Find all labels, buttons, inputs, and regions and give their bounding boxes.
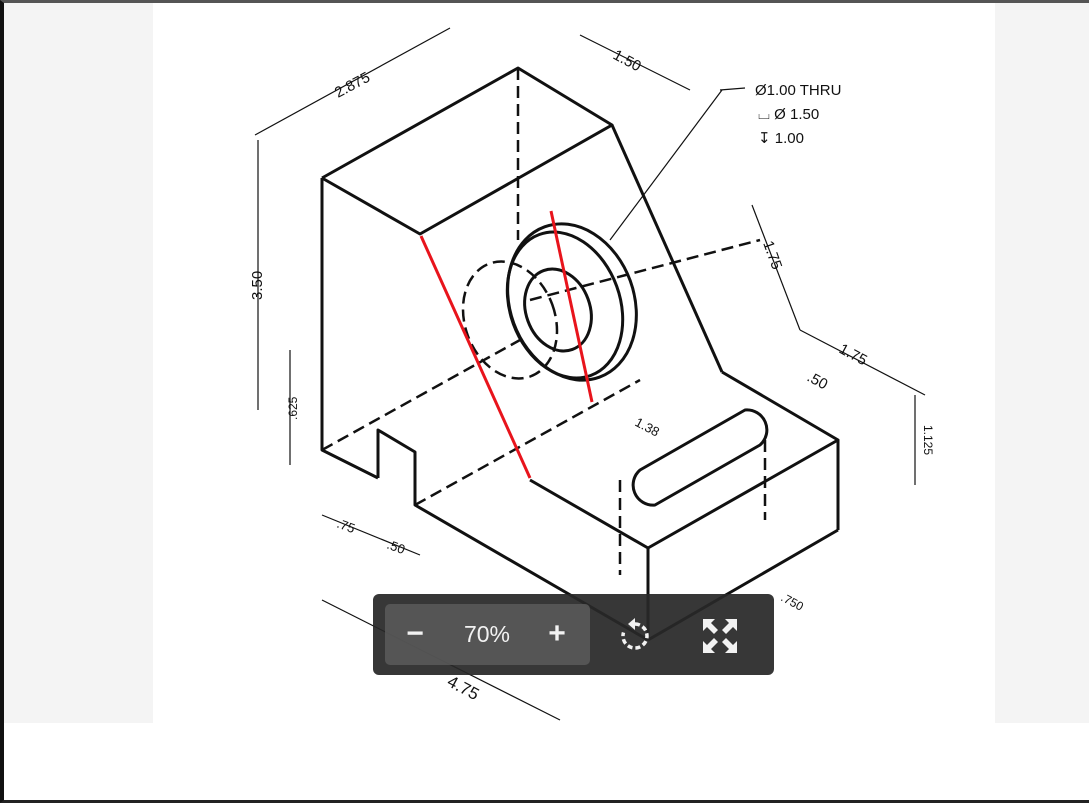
fullscreen-icon <box>703 619 737 653</box>
rotate-icon <box>621 618 649 650</box>
callout-counterbore: ⌴ Ø 1.50 <box>758 106 819 123</box>
dim-notch-depth: .50 <box>385 537 407 557</box>
zoom-control-group: − 70% + <box>385 604 590 665</box>
dim-height: 3.50 <box>249 271 266 300</box>
zoom-level-display: 70% <box>463 620 511 647</box>
zoom-out-button[interactable]: − <box>406 617 424 650</box>
zoom-in-button[interactable]: + <box>548 617 566 650</box>
fullscreen-button[interactable] <box>698 614 742 658</box>
callout-depth: ↧ 1.00 <box>758 130 804 147</box>
rotate-button[interactable] <box>613 614 657 658</box>
dim-base-height: 1.125 <box>921 425 935 455</box>
dim-notch-width: .75 <box>335 516 357 536</box>
zoom-toolbar: − 70% + <box>373 594 774 675</box>
dim-ledge-height: .625 <box>286 396 300 420</box>
callout-thru: Ø1.00 THRU <box>755 82 841 99</box>
drawing-image[interactable]: Ø1.00 THRU ⌴ Ø 1.50 ↧ 1.00 2.875 1.50 3.… <box>153 3 995 723</box>
